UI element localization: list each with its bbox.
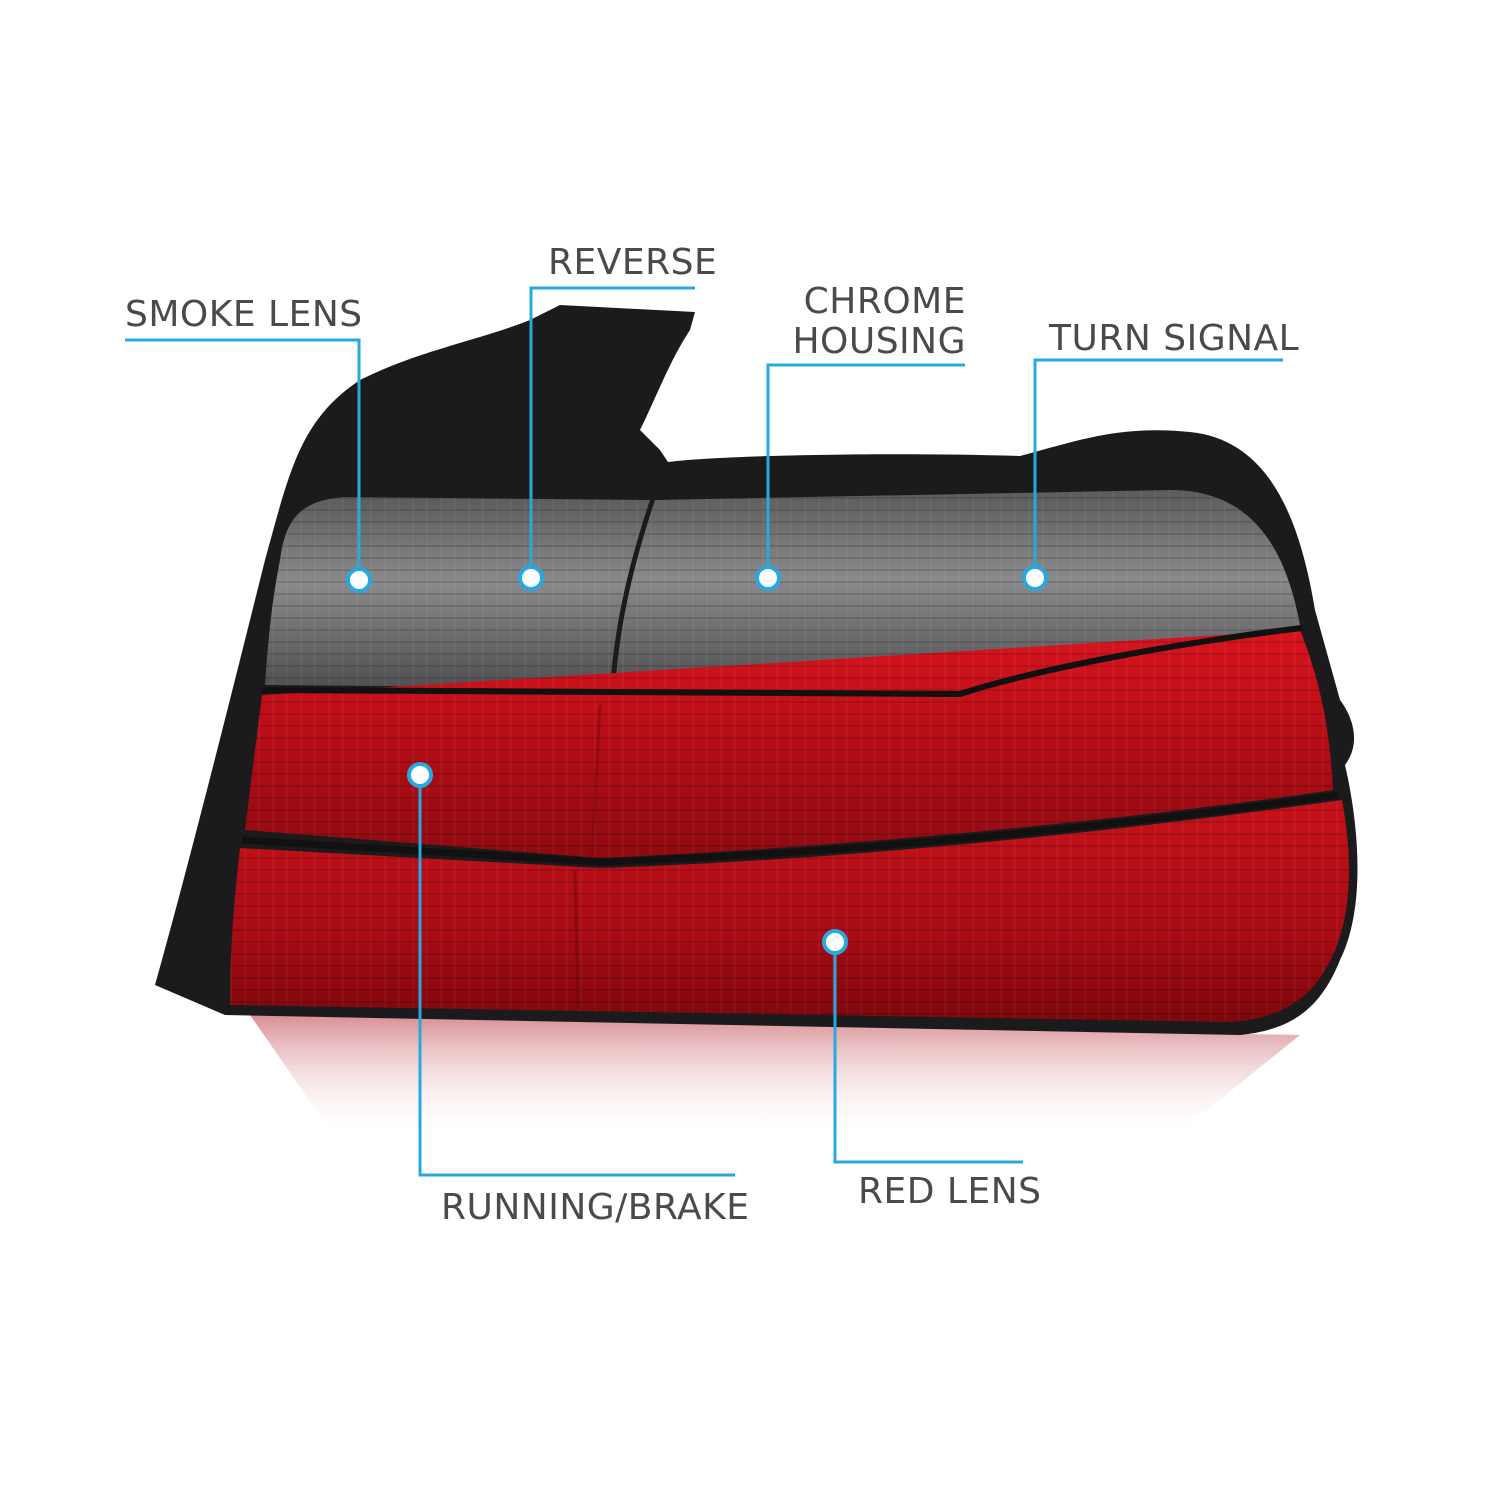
smoke-lens-dot [346, 567, 372, 593]
floor-reflection [250, 1015, 1300, 1140]
smoke-lens-leader [125, 338, 361, 580]
smoke-lens-label: SMOKE LENS [125, 294, 363, 335]
reverse-leader [529, 286, 695, 578]
red-lens-leader [833, 942, 1023, 1164]
running-brake-leader [418, 775, 735, 1177]
callout-dots [346, 565, 1048, 955]
red-lens-dot [822, 929, 848, 955]
chrome-housing-label-line2: HOUSING [792, 321, 966, 363]
running-brake-dot [407, 762, 433, 788]
turn-signal-leader [1033, 358, 1283, 578]
reverse-dot [518, 565, 544, 591]
callout-lines [125, 286, 1283, 1177]
chrome-housing-leader [766, 363, 965, 578]
turn-signal-label: TURN SIGNAL [1049, 318, 1300, 359]
running-brake-label: RUNNING/BRAKE [441, 1187, 750, 1228]
red-lens-label: RED LENS [858, 1171, 1042, 1212]
chrome-housing-dot [755, 565, 781, 591]
chrome-housing-label-line1: CHROME [803, 281, 966, 322]
chrome-housing-label: CHROME HOUSING [770, 281, 966, 363]
turn-signal-dot [1022, 565, 1048, 591]
reverse-label: REVERSE [548, 242, 718, 283]
